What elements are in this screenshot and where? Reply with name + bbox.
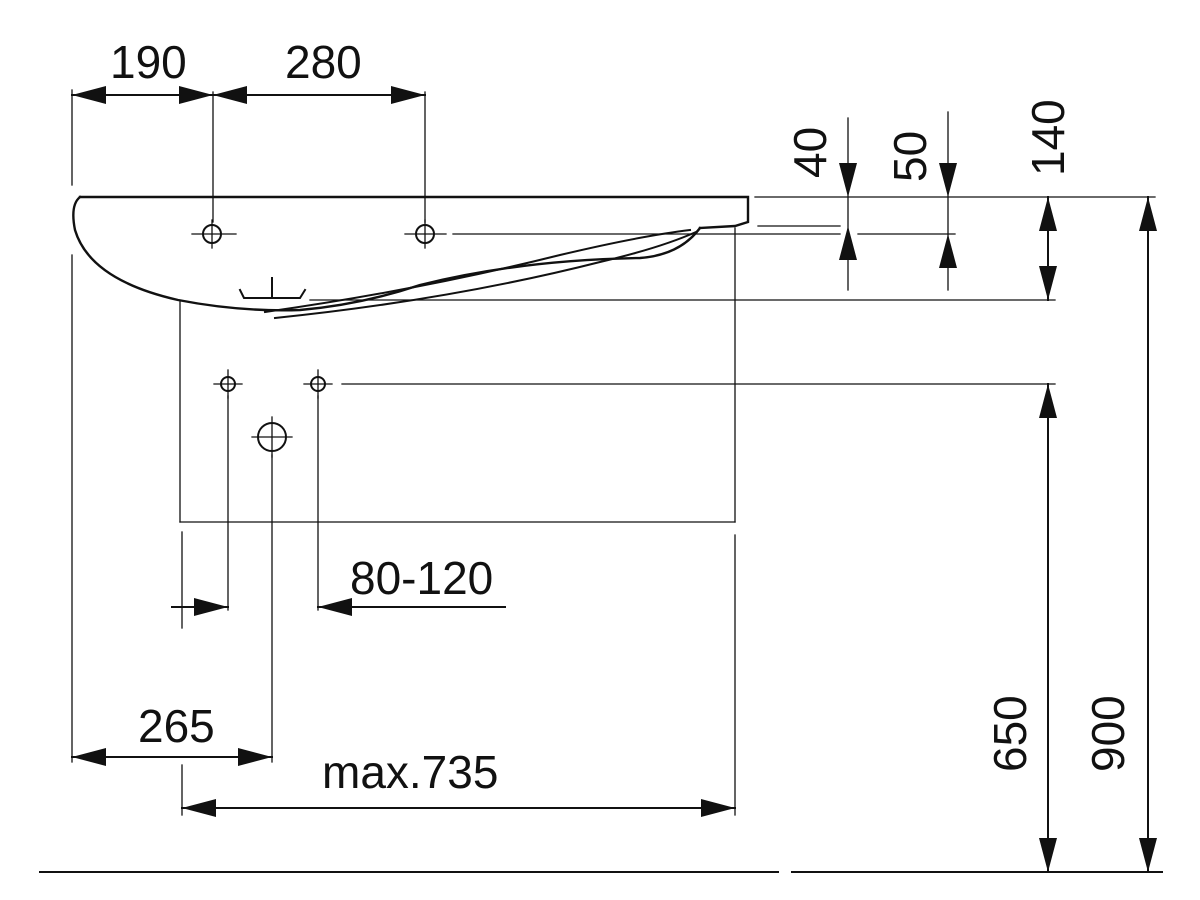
dim-label-265: 265 — [138, 700, 215, 752]
cabinet-outline — [179, 227, 736, 523]
dim-label-190: 190 — [110, 36, 187, 88]
tap-hole-left-symbol — [191, 219, 237, 249]
dim-line-140 — [1039, 196, 1057, 301]
dim-label-140: 140 — [1022, 99, 1074, 176]
dim-label-40: 40 — [784, 127, 836, 178]
dim-line-265 — [71, 748, 273, 766]
supply-point-left-symbol — [213, 369, 243, 399]
dim-line-80-120 — [171, 598, 506, 616]
dim-line-50 — [939, 163, 957, 268]
dim-label-80-120: 80-120 — [350, 552, 493, 604]
supply-point-right-symbol — [303, 369, 333, 399]
dim-line-900 — [1139, 196, 1157, 873]
dim-label-50: 50 — [884, 131, 936, 182]
dim-label-max-735: max.735 — [322, 746, 498, 798]
dim-line-650 — [1039, 383, 1057, 873]
tap-hole-right-symbol — [404, 219, 447, 249]
dim-line-40 — [839, 163, 857, 260]
dim-label-280: 280 — [285, 36, 362, 88]
dim-line-190 — [71, 86, 214, 104]
extension-lines — [71, 89, 1156, 816]
dim-line-max-735 — [181, 799, 736, 817]
dim-label-650: 650 — [984, 695, 1036, 772]
dim-label-900: 900 — [1082, 695, 1134, 772]
dim-line-280 — [212, 86, 426, 104]
waste-outlet-symbol — [251, 416, 293, 458]
